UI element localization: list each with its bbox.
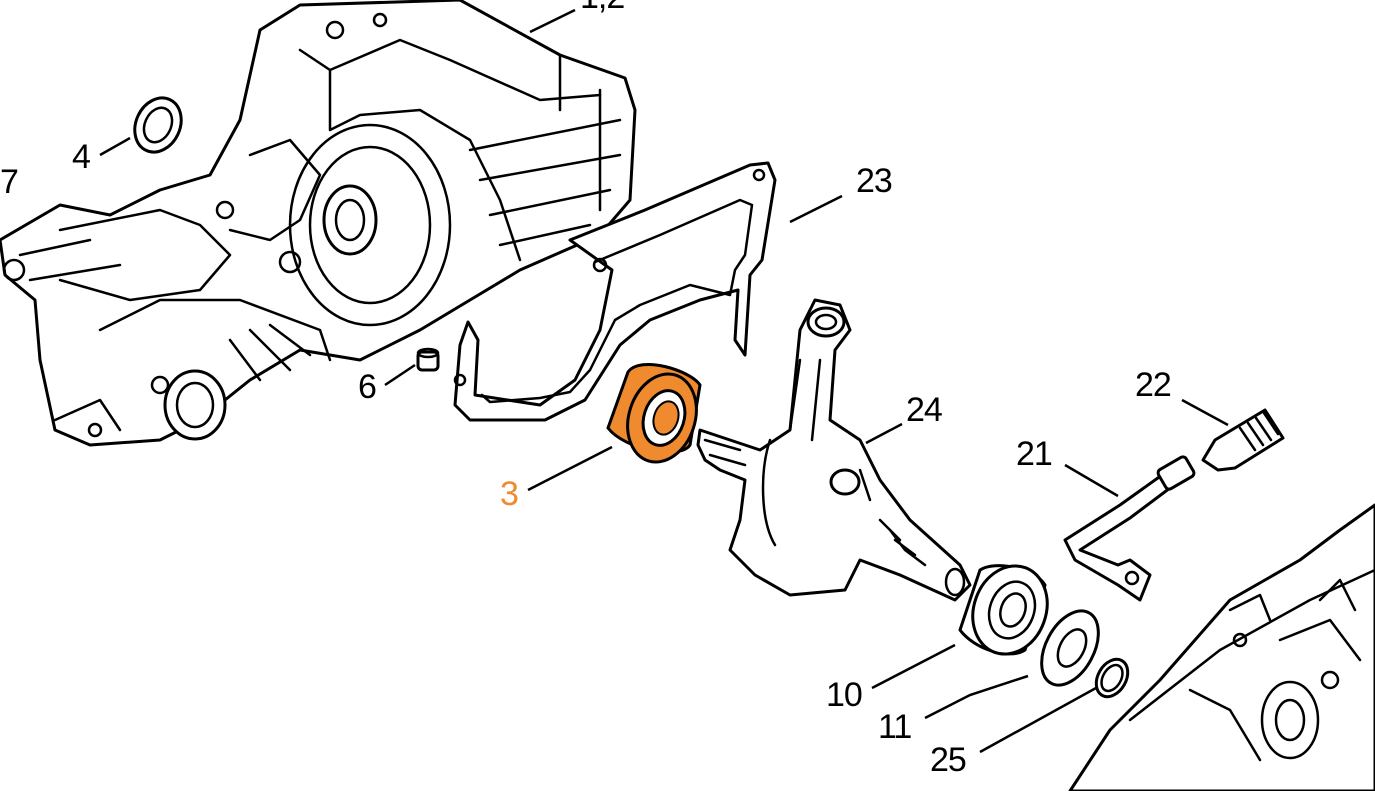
callout-labels: 1,2 3 4 6 7 10 11 21 22 23 24 25	[0, 0, 1172, 779]
leader-21	[1064, 463, 1119, 498]
callout-label-25[interactable]: 25	[930, 741, 967, 779]
ball-bearing-3[interactable]	[606, 362, 707, 471]
callout-label-22[interactable]: 22	[1135, 366, 1172, 404]
plug-22[interactable]	[1201, 408, 1285, 472]
leader-3	[527, 445, 613, 492]
leader-4	[99, 136, 131, 157]
leader-25	[979, 686, 1097, 754]
leader-24	[865, 422, 903, 445]
leader-10	[871, 643, 956, 690]
leader-23	[789, 194, 843, 224]
fitting-21[interactable]	[1063, 455, 1196, 602]
sleeve-6[interactable]	[416, 347, 440, 372]
callout-label-4[interactable]: 4	[72, 138, 91, 176]
washer-11[interactable]	[1030, 601, 1110, 694]
callout-label-7[interactable]: 7	[0, 163, 19, 201]
leader-6	[384, 363, 416, 387]
callout-label-10[interactable]: 10	[826, 676, 863, 714]
crankshaft-24[interactable]	[696, 298, 972, 602]
callout-label-24[interactable]: 24	[906, 391, 943, 429]
callout-label-3[interactable]: 3	[500, 475, 519, 513]
leader-lines	[99, 8, 1229, 754]
gasket-23[interactable]	[453, 161, 777, 422]
callout-label-6[interactable]: 6	[358, 368, 377, 406]
crankcase-right-half[interactable]	[1068, 503, 1375, 791]
ball-bearing-10[interactable]	[958, 555, 1059, 664]
callout-label-1-2[interactable]: 1,2	[580, 0, 625, 16]
callout-label-23[interactable]: 23	[856, 162, 893, 200]
leader-11	[924, 674, 1029, 720]
crankcase-left-half[interactable]	[0, 0, 637, 447]
callout-label-11[interactable]: 11	[878, 708, 912, 746]
circlip-25[interactable]	[1090, 654, 1134, 703]
leader-1-2	[529, 8, 576, 34]
callout-label-21[interactable]: 21	[1016, 435, 1053, 473]
oil-seal-4[interactable]	[126, 90, 190, 159]
leader-22	[1181, 398, 1229, 427]
